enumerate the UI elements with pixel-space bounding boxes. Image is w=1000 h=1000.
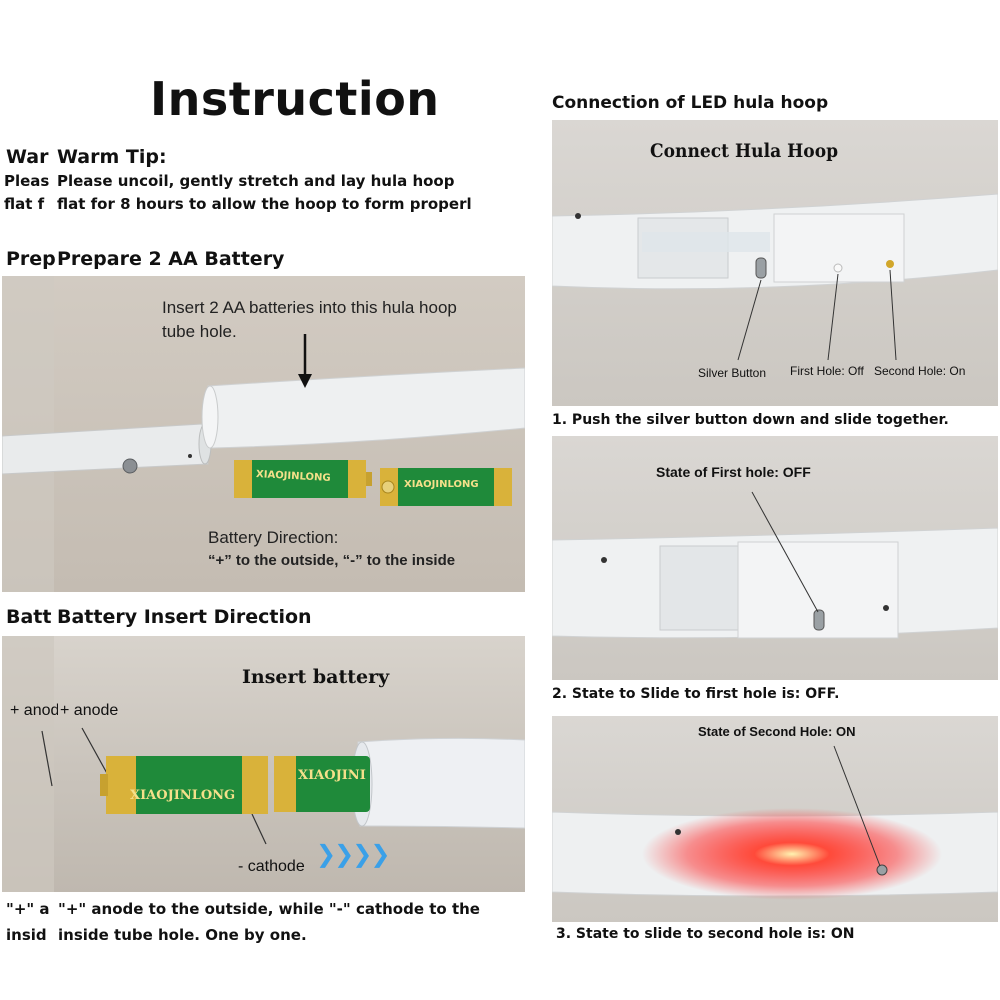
battery-brand-big-2: XIAOJINI <box>298 768 366 783</box>
insert-note-ghost-1: "+" a <box>6 900 50 918</box>
warm-tip-ghost-line1: Pleas <box>4 172 50 190</box>
battery-brand-label-2: XIAOJINLONG <box>404 479 479 490</box>
insert-photo-title: Insert battery <box>242 666 390 688</box>
second-hole-label: Second Hole: On <box>874 364 966 378</box>
insert-ghost-heading: Batt <box>6 606 52 628</box>
insert-heading: Battery Insert Direction <box>57 606 312 628</box>
battery-direction-text: “+” to the outside, “-” to the inside <box>208 552 456 569</box>
prepare-scene <box>2 276 525 592</box>
second-hole-scene <box>552 745 998 900</box>
insert-note-line2: inside tube hole. One by one. <box>58 926 307 944</box>
anode-label: + anode <box>60 702 119 719</box>
prepare-ghost-heading: Prep <box>6 248 56 270</box>
cathode-label: - cathode <box>238 858 305 875</box>
connect-scene <box>552 193 998 361</box>
connect-caption: 1. Push the silver button down and slide… <box>552 412 949 428</box>
instruction-title: Instruction <box>150 72 440 126</box>
anode-ghost-label: + anod <box>10 702 58 719</box>
second-hole-caption: 3. State to slide to second hole is: ON <box>556 926 855 942</box>
connect-photo-title: Connect Hula Hoop <box>650 140 839 162</box>
second-hole-photo: State of Second Hole: ON <box>552 716 998 922</box>
connection-heading: Connection of LED hula hoop <box>552 93 829 113</box>
connect-photo: Connect Hula Hoop Silver Button First Ho… <box>552 120 998 406</box>
warm-tip-ghost-line2: flat f <box>4 195 45 213</box>
warm-tip-line1: Please uncoil, gently stretch and lay hu… <box>57 172 455 190</box>
warm-tip-line2: flat for 8 hours to allow the hoop to fo… <box>57 195 472 213</box>
prepare-heading: Prepare 2 AA Battery <box>57 248 285 270</box>
first-hole-caption: 2. State to Slide to first hole is: OFF. <box>552 686 840 702</box>
insert-note-ghost-2: insid <box>6 926 47 944</box>
second-hole-state-label: State of Second Hole: ON <box>698 724 856 739</box>
battery-direction-label: Battery Direction: <box>208 528 339 547</box>
insert-scene <box>2 636 525 892</box>
first-hole-label: First Hole: Off <box>790 364 864 378</box>
insert-note-line1: "+" anode to the outside, while "-" cath… <box>58 900 480 918</box>
first-hole-photo: State of First hole: OFF <box>552 436 998 680</box>
insert-battery-photo: Insert battery + anod + anode XIAOJINLON… <box>2 636 525 892</box>
battery-brand-big: XIAOJINLONG <box>130 788 236 803</box>
first-hole-scene <box>552 491 998 639</box>
prepare-instruction-line1: Insert 2 AA batteries into this hula hoo… <box>162 298 457 317</box>
prepare-instruction-line2: tube hole. <box>162 322 237 341</box>
direction-chevrons-icon: ❯❯❯❯ <box>316 840 390 868</box>
warm-tip-ghost-heading: War <box>6 146 49 168</box>
warm-tip-heading: Warm Tip: <box>57 146 167 168</box>
silver-button-label: Silver Button <box>698 366 767 380</box>
first-hole-state-label: State of First hole: OFF <box>656 464 811 480</box>
prepare-battery-photo: Insert 2 AA batteries into this hula hoo… <box>2 276 525 592</box>
